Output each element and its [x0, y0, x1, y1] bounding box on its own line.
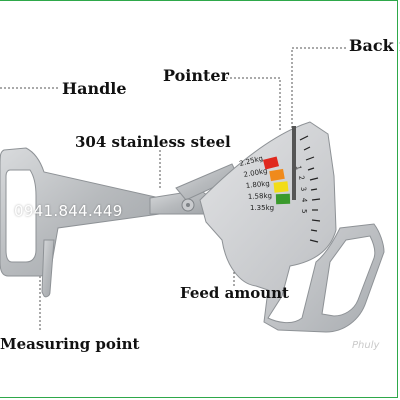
label-stainless-steel: 304 stainless steel — [75, 133, 231, 151]
scale-label-3: 1.58kg — [248, 192, 272, 201]
label-pointer: Pointer — [163, 66, 229, 85]
dial-number-2: 2 — [297, 175, 306, 181]
scale-label-2: 1.80kg — [245, 180, 270, 190]
label-back: Back r — [349, 36, 400, 55]
dial-numbers: 1 2 3 4 5 — [294, 165, 308, 214]
tension-color-bands — [262, 156, 291, 205]
scale-label-4: 1.35kg — [250, 204, 274, 212]
label-handle: Handle — [62, 79, 127, 98]
left-handle — [0, 147, 161, 298]
dial-number-1: 1 — [294, 165, 303, 171]
dial-number-3: 3 — [299, 186, 307, 191]
dial-ticks — [299, 135, 321, 243]
gauge-plate — [199, 121, 385, 333]
label-feed-amount: Feed amount — [180, 284, 289, 302]
dial-number-5: 5 — [300, 209, 308, 213]
pointer-needle — [292, 126, 296, 200]
dial-number-4: 4 — [300, 198, 308, 203]
logo-watermark: Phuly — [352, 340, 380, 351]
callout-lines — [0, 47, 346, 330]
label-measuring-point: Measuring point — [0, 335, 140, 353]
phone-watermark: 0941.844.449 — [14, 202, 123, 220]
